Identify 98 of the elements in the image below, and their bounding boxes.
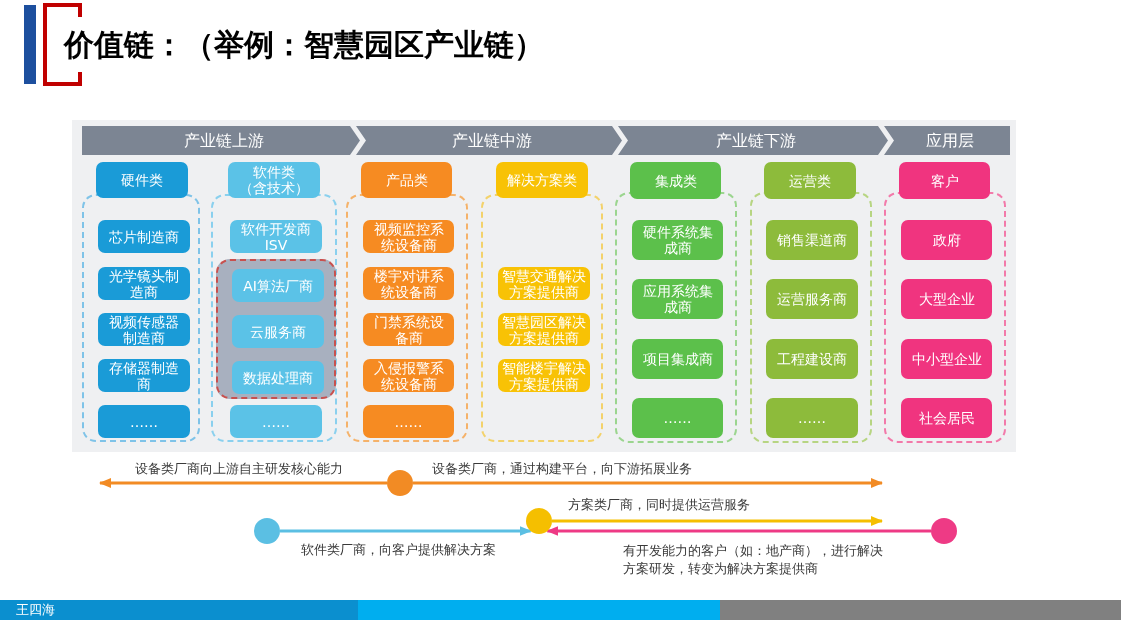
member-label: 云服务商 [250,323,306,340]
column-frame [211,194,337,442]
edge-label: 软件类厂商，向客户提供解决方案 [301,541,497,559]
stage-band [884,126,1010,155]
arrow [546,526,931,536]
stage-label: 产业链下游 [715,130,796,151]
category-header [630,162,721,199]
member-box [901,279,992,319]
stage-label: 产业链上游 [183,130,264,151]
member-label: 社会居民 [918,410,975,426]
member-box [232,315,324,348]
member-label: …… [798,410,826,426]
member-box [363,313,454,346]
category-label: 软件类（含技术） [238,164,310,196]
column-frame [884,192,1006,443]
member-label: 光学镜头制造商 [108,267,180,300]
member-box [363,405,454,438]
member-label: 销售渠道商 [777,232,847,248]
column-frame [82,194,200,442]
member-label: 中小型企业 [911,351,982,367]
column-frame [615,192,737,443]
stage-label: 产业链中游 [451,130,532,151]
category-header [96,162,188,198]
member-label: 软件开发商 ISV [240,220,312,253]
arrow [552,516,883,526]
member-box [632,398,723,438]
member-label: 视频传感器制造商 [108,313,180,346]
member-box [230,405,322,438]
stage-band [356,126,622,155]
member-box [766,398,858,438]
category-header [496,162,588,198]
member-box [363,359,454,392]
member-label: AI算法厂商 [243,277,313,294]
member-box [232,361,324,394]
member-label: 应用系统集成商 [641,283,714,315]
member-box [232,269,324,302]
category-label: 集成类 [654,172,697,189]
category-header [228,162,320,198]
edge-label: 方案类厂商，同时提供运营服务 [568,496,751,514]
member-label: 智能楼宇解决方案提供商 [501,359,587,392]
footer-text: 王四海 [16,602,55,618]
member-label: …… [262,413,290,430]
member-box [901,398,992,438]
member-label: 视频监控系统设备商 [372,220,445,253]
arrow [280,526,532,536]
category-label: 解决方案类 [507,172,577,188]
member-label: 大型企业 [918,291,975,307]
member-label: 数据处理商 [243,369,313,386]
member-box [632,279,723,319]
member-box [901,339,992,379]
member-box [98,267,190,300]
member-box [901,220,992,260]
member-box [363,267,454,300]
member-box [766,279,858,319]
category-header [899,162,990,199]
member-label: …… [130,413,158,430]
member-box [766,220,858,260]
member-box [98,359,190,392]
arrow [413,478,883,488]
member-label: 芯片制造商 [109,228,179,245]
edge-label: 有开发能力的客户（如：地产商），进行解决方案研发，转变为解决方案提供商 [623,542,884,578]
member-label: …… [663,410,692,426]
stage-label: 应用层 [925,130,974,151]
member-label: 硬件系统集成商 [641,224,714,256]
member-label: 工程建设商 [777,351,847,367]
member-label: 楼宇对讲系统设备商 [372,267,445,300]
category-label: 客户 [930,172,959,189]
member-label: 智慧园区解决方案提供商 [501,313,587,346]
page-title: 价值链：（举例：智慧园区产业链） [64,26,544,64]
category-header [361,162,452,198]
member-box [98,313,190,346]
member-label: 门禁系统设备商 [372,313,445,346]
arrow [99,478,387,488]
column-frame [750,192,872,443]
category-header [764,162,856,199]
edge-label: 设备类厂商，通过构建平台，向下游拓展业务 [432,460,693,478]
member-label: 入侵报警系统设备商 [372,359,445,392]
member-box [766,339,858,379]
member-label: 存储器制造商 [108,359,180,392]
category-label: 运营类 [789,172,831,189]
member-box [230,220,322,253]
category-label: 硬件类 [121,172,163,188]
group-frame [216,259,336,399]
member-label: 智慧交通解决方案提供商 [501,267,587,300]
category-label: 产品类 [385,172,428,188]
column-frame [346,194,468,442]
member-box [363,220,454,253]
member-box [632,339,723,379]
edge-label: 设备类厂商向上游自主研发核心能力 [135,460,344,478]
member-label: 运营服务商 [777,291,847,307]
column-frame [481,194,603,442]
member-box [98,405,190,438]
stage-band [82,126,360,155]
member-box [632,220,723,260]
member-label: 政府 [932,232,961,248]
member-label: …… [394,413,423,430]
member-box [98,220,190,253]
member-label: 项目集成商 [642,351,713,367]
